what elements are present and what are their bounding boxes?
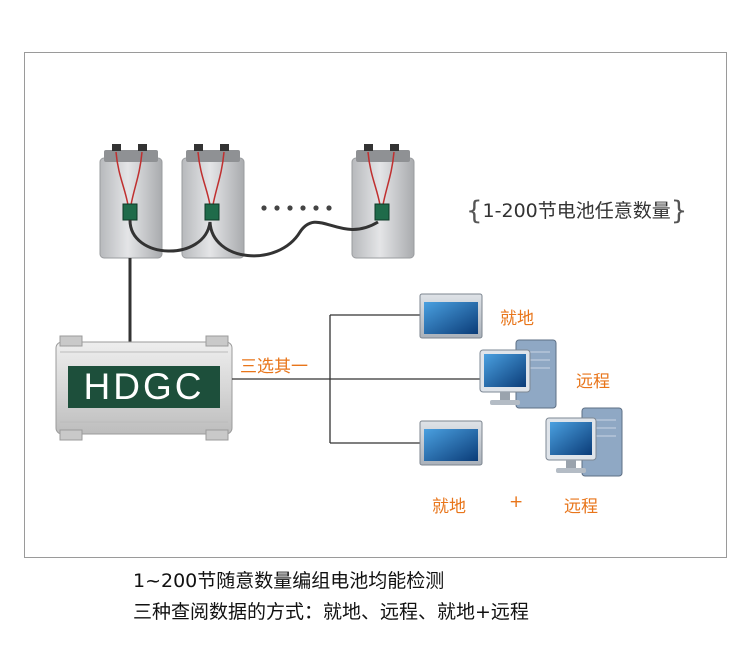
- combined-remote-label: 远程: [564, 497, 598, 517]
- caption-line-2: 三种查阅数据的方式：就地、远程、就地+远程: [133, 601, 529, 623]
- plus-label: +: [509, 492, 524, 512]
- battery-count-note: {1-200节电池任意数量}: [466, 196, 687, 226]
- sensor-module-icon: [122, 203, 138, 221]
- open-brace: {: [466, 196, 483, 226]
- ellipsis-dots: [261, 205, 332, 211]
- close-brace: }: [670, 196, 688, 226]
- battery-count-text: 1-200节电池任意数量: [482, 200, 671, 222]
- sensor-module-icon: [204, 203, 220, 221]
- device-label: HDGC: [68, 366, 220, 408]
- mode-label: 三选其一: [240, 357, 308, 377]
- combined-touchscreen-icon: [419, 420, 483, 466]
- sensor-module-icon: [374, 203, 390, 221]
- battery-n: [351, 144, 415, 259]
- combined-computer-icon: [545, 407, 623, 477]
- combined-local-label: 就地: [432, 497, 466, 517]
- remote-label: 远程: [576, 372, 610, 392]
- local-label: 就地: [500, 309, 534, 329]
- battery-2: [181, 144, 245, 259]
- battery-1: [99, 144, 163, 259]
- caption-line-1: 1~200节随意数量编组电池均能检测: [133, 570, 445, 592]
- remote-computer-icon: [479, 339, 557, 409]
- connector-lines: [232, 314, 480, 444]
- battery-link-cable: [128, 219, 379, 258]
- local-touchscreen-icon: [419, 293, 483, 339]
